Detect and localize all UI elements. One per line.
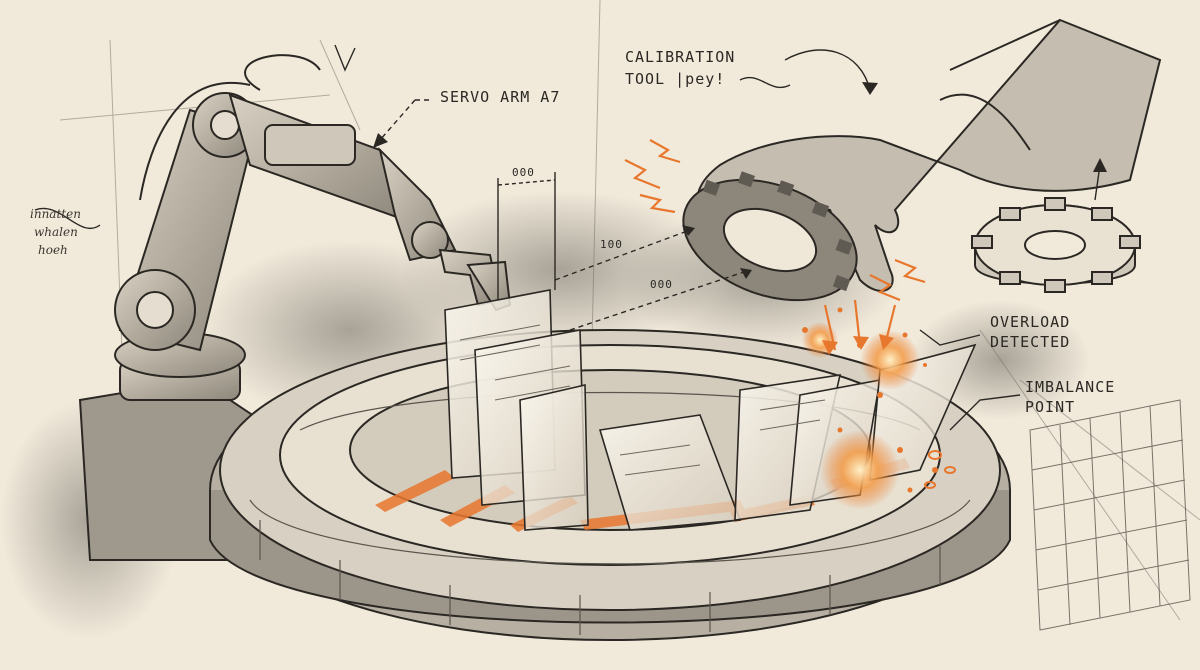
label-overload-line2: DETECTED [990,333,1070,351]
margin-note-line2: whalen [34,225,78,239]
robot-arm-icon [78,54,512,561]
label-overload-line1: OVERLOAD [990,313,1070,331]
label-calibration-tool-line1: CALIBRATION [625,48,735,66]
label-servo-arm: SERVO ARM A7 [440,88,560,106]
dimension-label-top: 000 [512,166,535,179]
dimension-label-mid: 100 [600,238,623,251]
dimension-label-lower: 000 [650,278,673,291]
spark-effects [624,139,956,510]
dimension-lines [379,49,1101,431]
gloved-hand-icon [682,18,1162,302]
margin-note-line1: innatten [30,207,81,221]
label-imbalance-line1: IMBALANCE [1025,378,1115,396]
label-calibration-tool-line2: TOOL |pey! [625,70,725,88]
glass-panel [519,383,589,531]
scribble-marks [34,44,791,229]
wireframe-grid [1029,399,1191,631]
arrow-heads [373,82,1107,279]
label-imbalance-line2: POINT [1025,398,1075,416]
calibration-gear-ring [682,171,858,302]
gear-icon [971,197,1141,293]
margin-note-line3: hoeh [38,243,68,257]
